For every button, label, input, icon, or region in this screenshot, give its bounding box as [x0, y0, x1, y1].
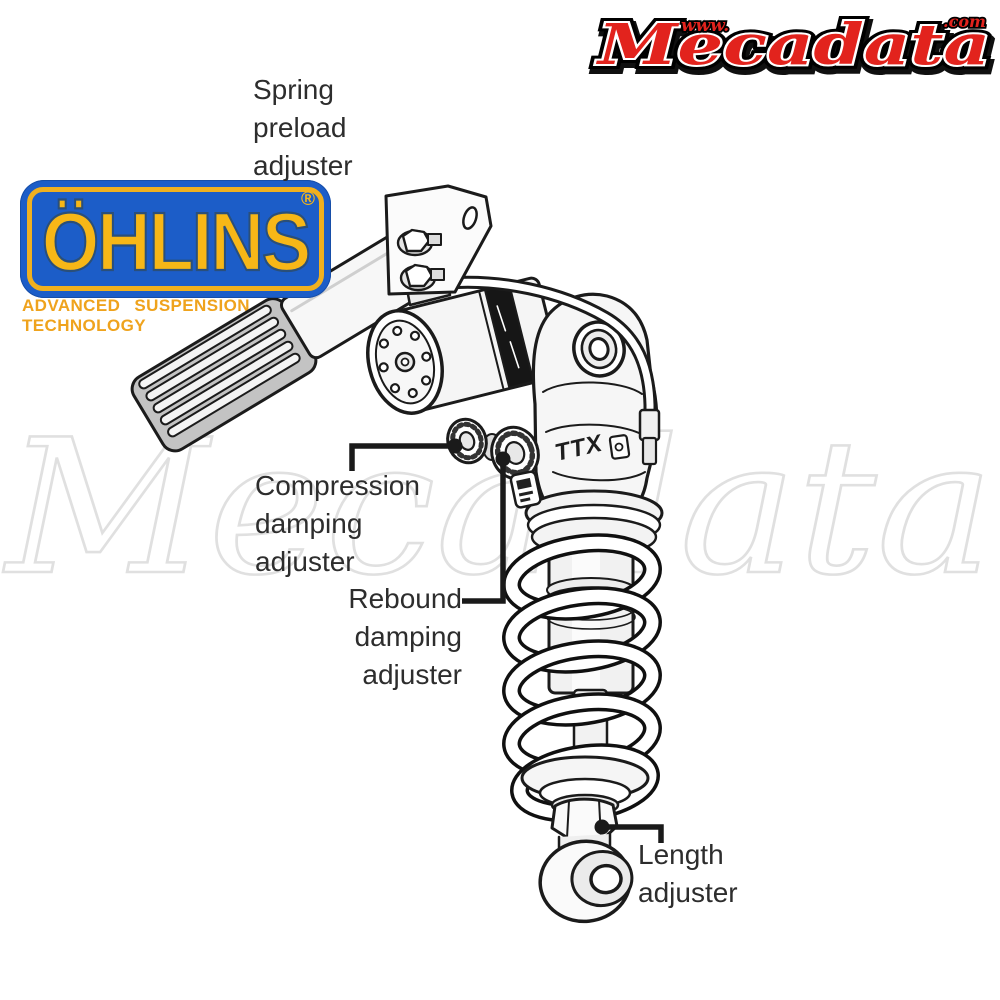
label-compression-damping-adjuster: Compression damping adjuster	[255, 467, 420, 581]
length-adjuster-assembly	[520, 755, 650, 924]
ohlins-tagline: ADVANCED SUSPENSION TECHNOLOGY	[22, 296, 250, 335]
hose-fitting	[638, 408, 661, 442]
label-line: Length	[638, 839, 724, 870]
mecadata-logo-text: Mecadata	[595, 12, 990, 78]
damper-head	[531, 292, 659, 517]
rebound-leader	[462, 459, 506, 604]
svg-text:Mecadata: Mecadata	[595, 12, 990, 78]
mecadata-logo-www: www.	[681, 16, 729, 36]
ohlins-logo: ÖHLINS ®	[20, 180, 331, 298]
compression-leader	[349, 443, 455, 471]
ohlins-logo-text: ÖHLINS	[41, 194, 313, 289]
lower-eyelet	[538, 839, 634, 924]
ohlins-logo-border	[27, 187, 324, 291]
preload-hose	[440, 275, 661, 466]
upper-eyelet	[572, 320, 626, 378]
label-line: Compression	[255, 470, 420, 501]
mecadata-logo-com: .com	[943, 12, 986, 31]
label-line: Spring	[253, 74, 334, 105]
label-line: damping	[354, 621, 462, 652]
mounting-bracket	[384, 184, 493, 296]
bracket-bolt-upper	[396, 228, 442, 257]
length-leader	[602, 824, 664, 843]
coil-spring	[502, 533, 662, 823]
label-rebound-damping-adjuster: Rebound damping adjuster	[295, 580, 462, 694]
svg-text:Mecadata: Mecadata	[597, 16, 992, 82]
bracket-bolt-lower	[399, 263, 445, 292]
label-length-adjuster: Length adjuster	[638, 836, 738, 912]
label-line: damping	[255, 508, 363, 539]
label-line: adjuster	[255, 546, 355, 577]
label-line: adjuster	[253, 150, 353, 181]
product-tag	[509, 470, 542, 509]
bracket-hole	[462, 206, 478, 230]
reservoir-end-cap-holes	[378, 325, 432, 399]
label-line: adjuster	[362, 659, 462, 690]
label-line: preload	[253, 112, 347, 143]
label-line: adjuster	[638, 877, 738, 908]
label-spring-preload-adjuster: Spring preload adjuster	[253, 71, 353, 185]
reservoir	[366, 276, 562, 415]
registered-trademark-icon: ®	[301, 189, 315, 210]
leader-lines	[349, 438, 664, 843]
mecadata-site-logo: Mecadata Mecadata Mecadata www. .com	[590, 7, 998, 82]
label-line: Rebound	[348, 583, 462, 614]
